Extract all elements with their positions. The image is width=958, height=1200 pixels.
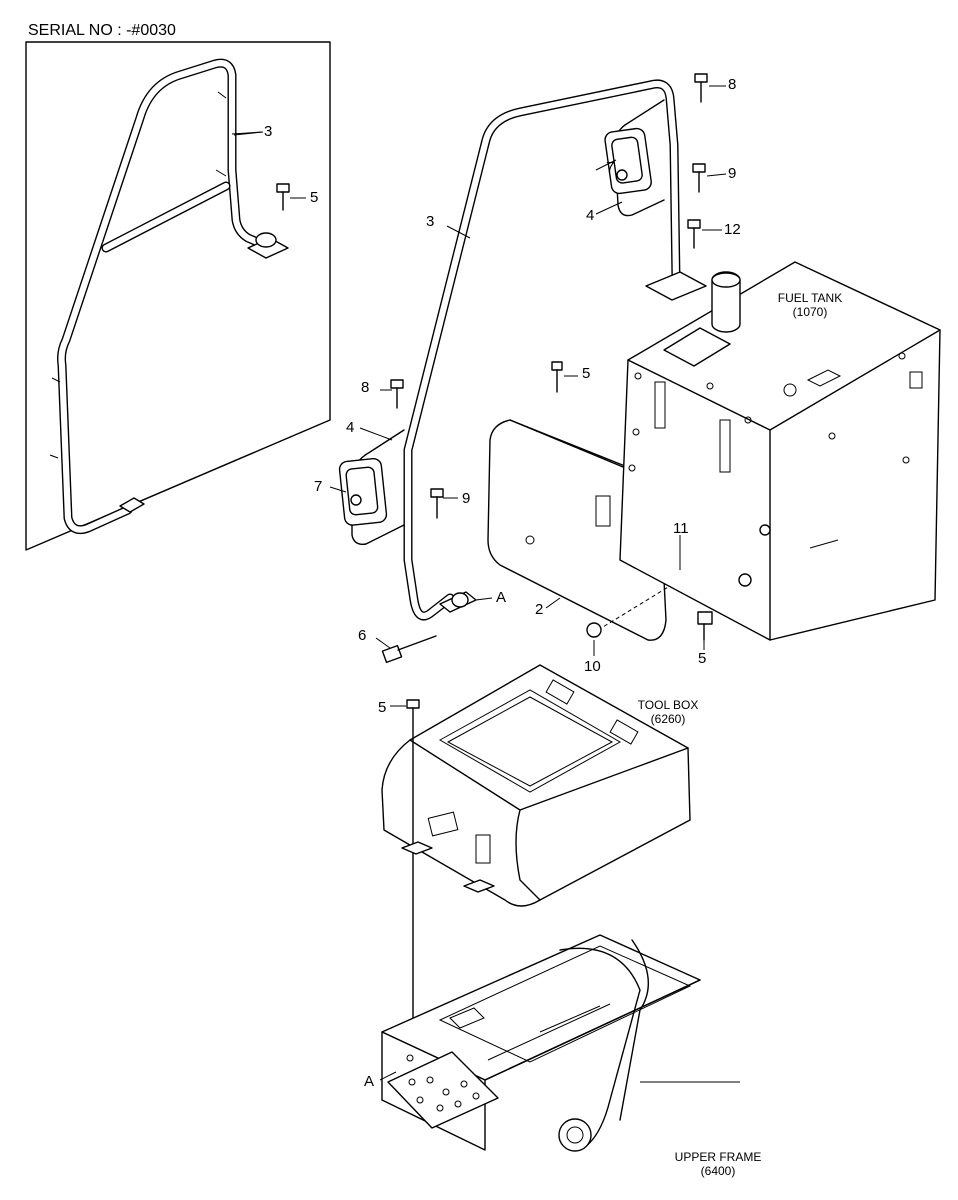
upper-frame bbox=[381, 934, 740, 1152]
callout-left-4: 4 bbox=[346, 419, 355, 436]
callout-bracket-5: 5 bbox=[698, 650, 707, 667]
callout-main-3: 3 bbox=[426, 213, 435, 230]
callout-toolbox-5: 5 bbox=[378, 699, 387, 716]
callout-left-9: 9 bbox=[462, 490, 471, 507]
callout-left-7: 7 bbox=[314, 478, 323, 495]
inset-handrail bbox=[49, 58, 306, 535]
callout-10: 10 bbox=[584, 658, 601, 675]
upper-frame-code: (6400) bbox=[700, 1164, 736, 1178]
callout-2: 2 bbox=[535, 601, 544, 618]
callout-inset-5: 5 bbox=[310, 189, 319, 206]
callout-6: 6 bbox=[358, 627, 367, 644]
tool-box-title: TOOL BOX bbox=[637, 698, 699, 712]
callout-right-12: 12 bbox=[724, 221, 741, 238]
serial-number: SERIAL NO : -#0030 bbox=[28, 22, 176, 39]
mirror-right bbox=[604, 73, 727, 249]
callout-right-8: 8 bbox=[728, 76, 737, 93]
tool-box-code: (6260) bbox=[650, 712, 686, 726]
mirror-left bbox=[338, 379, 444, 664]
fuel-tank-code: (1070) bbox=[792, 305, 828, 319]
callout-a-top: A bbox=[496, 589, 507, 606]
callout-left-8: 8 bbox=[361, 379, 370, 396]
callout-right-9: 9 bbox=[728, 165, 737, 182]
callout-11: 11 bbox=[673, 520, 689, 537]
fuel-tank bbox=[619, 261, 941, 641]
callout-inset-3: 3 bbox=[264, 123, 273, 140]
inset-frame bbox=[25, 41, 331, 551]
callout-cover-5: 5 bbox=[582, 365, 591, 382]
callout-right-4: 4 bbox=[586, 207, 595, 224]
tool-box-caption: TOOL BOX (6260) bbox=[620, 698, 716, 726]
tool-box bbox=[381, 664, 691, 1031]
upper-frame-title: UPPER FRAME bbox=[674, 1150, 762, 1164]
fuel-tank-title: FUEL TANK bbox=[777, 291, 843, 305]
leader-lines bbox=[231, 131, 705, 1081]
upper-frame-caption: UPPER FRAME (6400) bbox=[660, 1150, 776, 1178]
callout-right-7: 7 bbox=[606, 159, 615, 176]
callout-a-bottom: A bbox=[364, 1073, 375, 1090]
main-handrail bbox=[403, 79, 707, 621]
fuel-tank-caption: FUEL TANK (1070) bbox=[762, 291, 858, 319]
